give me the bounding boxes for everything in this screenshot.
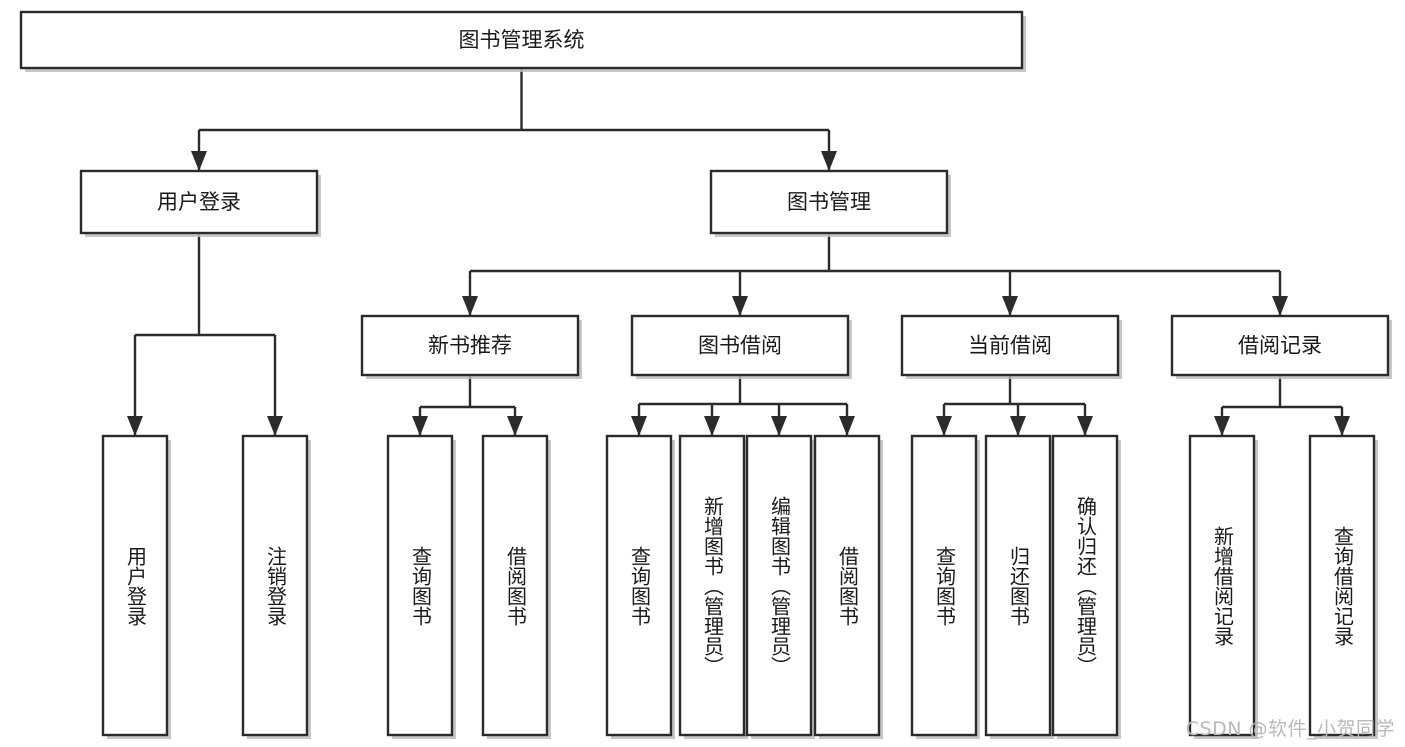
leaf-box-9[interactable]: [984, 434, 1052, 737]
boxes-layer: [19, 10, 1392, 739]
login-to-leaves-arrow-1: [267, 416, 283, 436]
leaf-box-12[interactable]: [1308, 434, 1376, 737]
book-mgmt-to-l3-arrow-3: [1272, 296, 1288, 316]
l3-box-1[interactable]: [630, 314, 850, 377]
borrow-to-leaves-arrow-1: [704, 416, 720, 436]
l3-label-2: 当前借阅: [968, 334, 1052, 358]
leaf-box-8[interactable]: [910, 434, 978, 737]
root-to-l2-arrow-1: [821, 151, 837, 171]
leaf-box-6[interactable]: [745, 434, 813, 737]
newbook-to-leaves-arrow-1: [507, 416, 523, 436]
book-mgmt-to-l3-arrow-2: [1002, 296, 1018, 316]
connectors-layer: [127, 68, 1350, 436]
leaf-box-3[interactable]: [481, 434, 549, 737]
borrow-to-leaves-arrow-2: [771, 416, 787, 436]
leaf-box-7[interactable]: [813, 434, 881, 737]
l3-box-2[interactable]: [900, 314, 1120, 377]
l3-label-1: 图书借阅: [698, 334, 782, 358]
book-mgmt-to-l3-arrow-0: [462, 296, 478, 316]
watermark: CSDN @软件_小贺同学: [1185, 718, 1395, 740]
current-to-leaves-arrow-0: [936, 416, 952, 436]
l3-label-3: 借阅记录: [1238, 334, 1322, 358]
leaf-box-1[interactable]: [241, 434, 309, 737]
record-to-leaves-arrow-1: [1334, 416, 1350, 436]
root-box-0[interactable]: [19, 10, 1024, 70]
l2-box-0[interactable]: [79, 169, 319, 235]
current-to-leaves-arrow-2: [1077, 416, 1093, 436]
borrow-to-leaves-arrow-3: [839, 416, 855, 436]
newbook-to-leaves-arrow-0: [412, 416, 428, 436]
borrow-to-leaves-arrow-0: [631, 416, 647, 436]
leaf-box-4[interactable]: [605, 434, 673, 737]
book-mgmt-to-l3-arrow-1: [732, 296, 748, 316]
l2-label-1: 图书管理: [787, 190, 871, 214]
leaf-box-5[interactable]: [678, 434, 746, 737]
l3-box-3[interactable]: [1170, 314, 1390, 377]
l2-box-1[interactable]: [709, 169, 949, 235]
current-to-leaves-arrow-1: [1010, 416, 1026, 436]
l3-label-0: 新书推荐: [428, 334, 512, 358]
login-to-leaves-arrow-0: [127, 416, 143, 436]
l2-label-0: 用户登录: [157, 190, 241, 214]
leaf-box-10[interactable]: [1051, 434, 1119, 737]
leaf-box-2[interactable]: [386, 434, 454, 737]
leaf-box-0[interactable]: [101, 434, 169, 737]
leaf-box-11[interactable]: [1188, 434, 1256, 737]
root-label-0: 图书管理系统: [459, 28, 585, 52]
record-to-leaves-arrow-0: [1214, 416, 1230, 436]
root-to-l2-arrow-0: [191, 151, 207, 171]
l3-box-0[interactable]: [360, 314, 580, 377]
